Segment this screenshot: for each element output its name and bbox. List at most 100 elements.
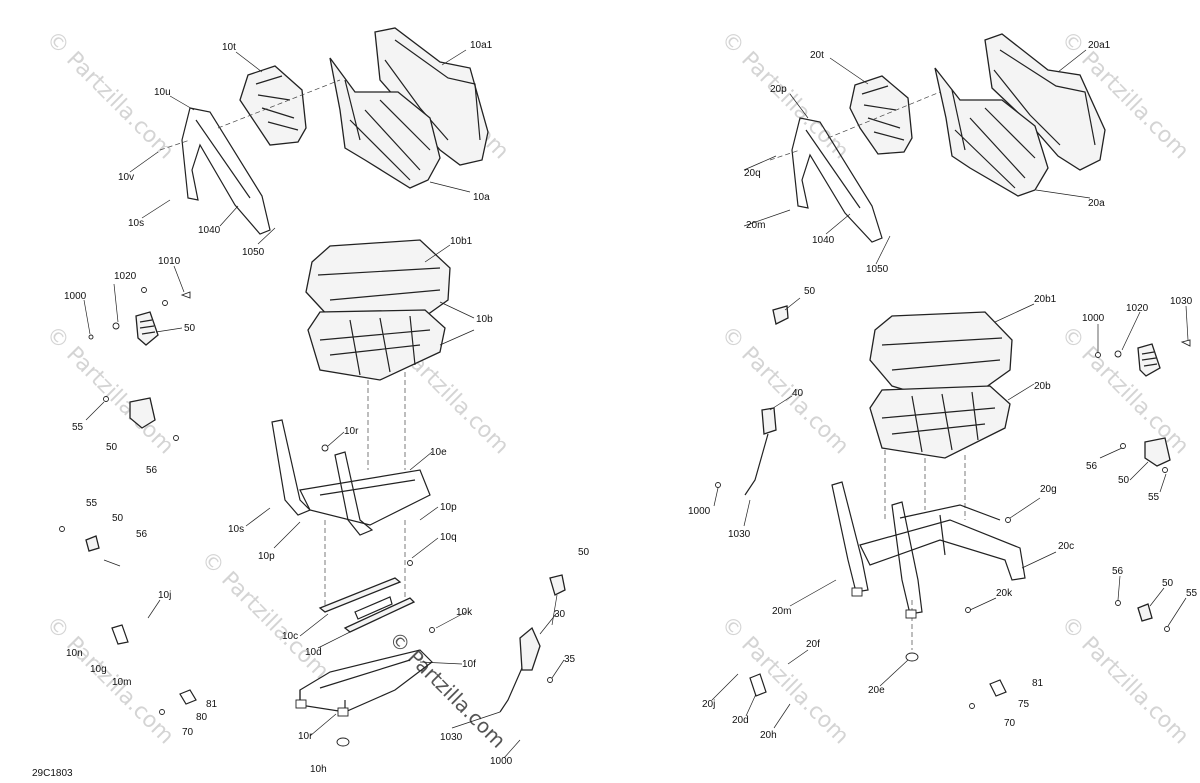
callout-55: 55: [1148, 492, 1160, 503]
callout-50: 50: [184, 323, 196, 334]
callout-20c: 20c: [1058, 541, 1074, 552]
watermark: © Partzilla.com: [716, 612, 854, 750]
callout-10s: 10s: [228, 524, 244, 535]
callout-20a: 20a: [1088, 198, 1105, 209]
callout-10a1: 10a1: [470, 40, 493, 51]
callout-40: 40: [792, 388, 804, 399]
callout-20d: 20d: [732, 715, 749, 726]
watermark: © Partzilla.com: [196, 547, 334, 685]
callout-20e: 20e: [868, 685, 885, 696]
callout-10p: 10p: [440, 502, 457, 513]
watermark: © Partzilla.com: [1056, 322, 1194, 460]
callout-10n: 10n: [66, 648, 83, 659]
callout-10c: 10c: [282, 631, 298, 642]
headrest-left: [239, 65, 307, 146]
callout-10r: 10r: [298, 731, 313, 742]
seat-base-right: [869, 385, 1011, 459]
callout-20m: 20m: [746, 220, 765, 231]
callout-10h: 10h: [310, 764, 327, 775]
callout-56: 56: [146, 465, 158, 476]
callout-10q: 10q: [440, 532, 457, 543]
callout-56: 56: [1086, 461, 1098, 472]
callout-10k: 10k: [456, 607, 473, 618]
callout-1010: 1010: [158, 256, 181, 267]
callout-1020: 1020: [114, 271, 137, 282]
callout-1000: 1000: [688, 506, 711, 517]
callout-1030: 1030: [440, 732, 463, 743]
callout-50: 50: [112, 513, 124, 524]
callout-10t: 10t: [222, 42, 236, 53]
watermark: © Partzilla.com: [1056, 612, 1194, 750]
callout-10v: 10v: [118, 172, 134, 183]
seat-base-left: [307, 309, 446, 381]
callout-20a1: 20a1: [1088, 40, 1111, 51]
callout-1050: 1050: [866, 264, 889, 275]
callout-50: 50: [106, 442, 118, 453]
callout-20b: 20b: [1034, 381, 1051, 392]
callout-20m: 20m: [772, 606, 791, 617]
right-hardware: [715, 339, 1191, 709]
callout-50: 50: [578, 547, 590, 558]
callout-10e: 10e: [430, 447, 447, 458]
left-hardware: [59, 287, 553, 715]
foot-pad-right: [905, 652, 919, 662]
callout-10m: 10m: [112, 677, 131, 688]
callout-10b1: 10b1: [450, 236, 473, 247]
right-seat-assembly: [715, 33, 1191, 709]
callout-1040: 1040: [198, 225, 221, 236]
slide-rails-left: [318, 577, 416, 633]
callout-1000: 1000: [490, 756, 513, 767]
callout-10d: 10d: [305, 647, 322, 658]
callout-20h: 20h: [760, 730, 777, 741]
callout-81: 81: [206, 699, 218, 710]
callout-30: 30: [554, 609, 566, 620]
backrest-bracket-right: [791, 117, 883, 243]
callout-10a: 10a: [473, 192, 490, 203]
callout-10u: 10u: [154, 87, 171, 98]
callout-1050: 1050: [242, 247, 265, 258]
callout-55: 55: [1186, 588, 1198, 599]
callout-1040: 1040: [812, 235, 835, 246]
callout-20t: 20t: [810, 50, 824, 61]
watermark: © Partzilla.com: [716, 322, 854, 460]
callout-20q: 20q: [744, 168, 761, 179]
seat-frame-right: [831, 481, 1026, 619]
callout-10s: 10s: [128, 218, 144, 229]
leader-lines: [83, 49, 1189, 759]
seat-frame-left: [271, 419, 431, 536]
seat-belt-right: [744, 407, 777, 496]
callout-80: 80: [196, 712, 208, 723]
right-callouts: 20t 20a1 20p 20q 20m 1040 1050 20a 50 20…: [688, 40, 1198, 741]
backrest-frame-left: [329, 57, 441, 189]
left-seat-assembly: [59, 27, 566, 747]
foot-pad-left: [336, 737, 350, 747]
callout-75: 75: [1018, 699, 1030, 710]
diagram-code: 29C1803: [32, 768, 73, 779]
callout-10r: 10r: [344, 426, 359, 437]
callout-20b1: 20b1: [1034, 294, 1057, 305]
callout-10g: 10g: [90, 664, 107, 675]
buckle-right: [549, 574, 566, 596]
seat-cushion-right: [869, 311, 1013, 399]
callout-56: 56: [1112, 566, 1124, 577]
callout-10p: 10p: [258, 551, 275, 562]
seat-belt-left: [499, 626, 541, 713]
callout-1000: 1000: [1082, 313, 1105, 324]
callout-1000: 1000: [64, 291, 87, 302]
callout-50: 50: [1118, 475, 1130, 486]
callout-35: 35: [564, 654, 576, 665]
seat-cushion-left: [305, 239, 451, 331]
callout-20f: 20f: [806, 639, 820, 650]
callout-20g: 20g: [1040, 484, 1057, 495]
callout-50: 50: [1162, 578, 1174, 589]
watermark: © Partzilla.com: [41, 612, 179, 750]
callout-1020: 1020: [1126, 303, 1149, 314]
headrest-right: [849, 75, 913, 155]
callout-20p: 20p: [770, 84, 787, 95]
callout-10b: 10b: [476, 314, 493, 325]
callout-1030: 1030: [728, 529, 751, 540]
backrest-bracket-left: [181, 107, 271, 235]
callout-55: 55: [86, 498, 98, 509]
left-callouts: 10t 10a1 10u 10v 10s 1040 1050 10a 10b1 …: [64, 40, 590, 775]
